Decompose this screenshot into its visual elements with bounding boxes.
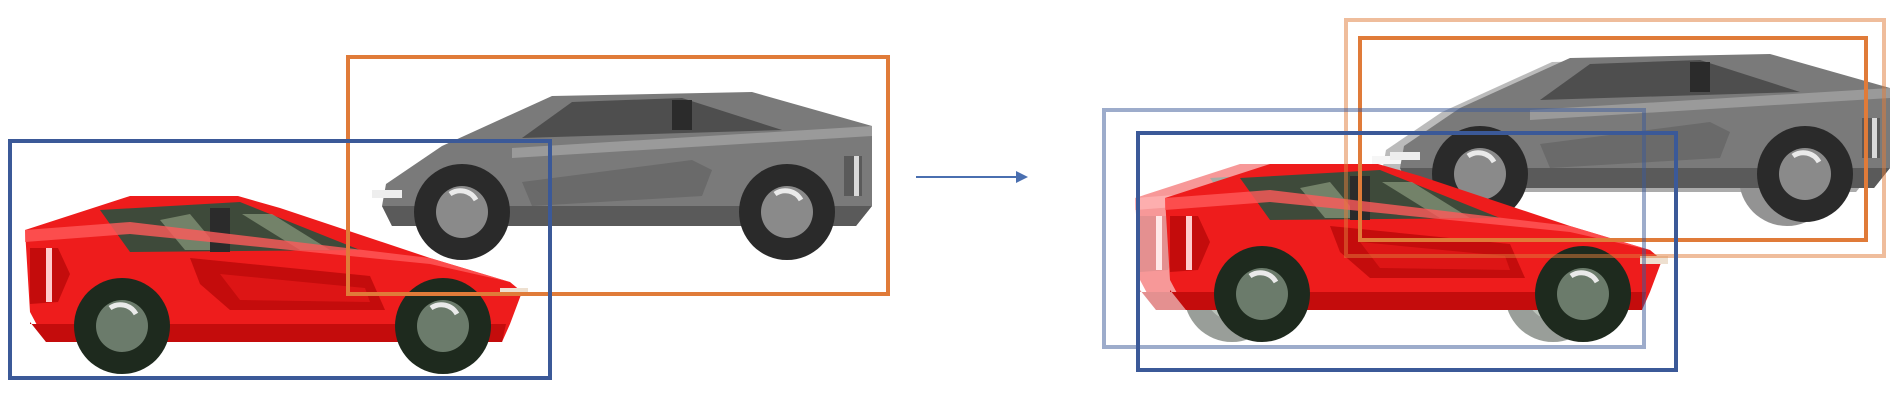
right-scene bbox=[1102, 18, 1890, 372]
gray-car-original-box bbox=[1344, 18, 1886, 258]
red-car-original-box bbox=[1102, 108, 1646, 349]
gray-car-jittered-box bbox=[1358, 36, 1868, 242]
right-arrow-icon bbox=[916, 171, 1028, 183]
left-scene bbox=[8, 55, 890, 380]
gray-car-bounding-box bbox=[346, 55, 890, 296]
gray-car-icon bbox=[372, 92, 872, 260]
red-car-bounding-box bbox=[8, 139, 552, 380]
red-car-jittered-box bbox=[1136, 131, 1678, 372]
